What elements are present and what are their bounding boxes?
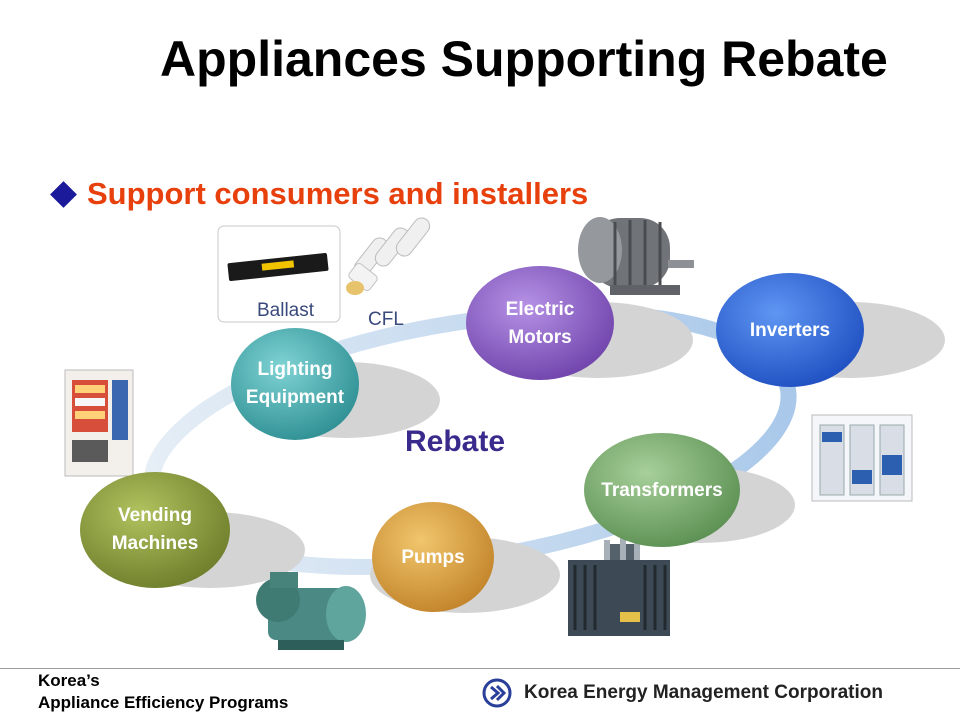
bullet-text: Support consumers and installers [87, 176, 589, 211]
vending-label-line2: Machines [111, 533, 199, 554]
vending-label: Vending Machines [80, 502, 230, 558]
footer-divider [0, 668, 960, 669]
footer-program-name: Korea’s Appliance Efficiency Programs [38, 670, 288, 714]
transformers-label: Transformers [601, 480, 723, 501]
footer-logo: Korea Energy Management Corporation [482, 678, 883, 708]
vending-machine-image [64, 369, 134, 477]
pump-image [256, 572, 366, 650]
title-area: Appliances Supporting Rebate [0, 0, 960, 110]
cfl-label: CFL [368, 309, 404, 330]
inverters-label: Inverters [749, 320, 831, 341]
node-vending [80, 472, 230, 588]
node-electric-motors [466, 266, 614, 380]
ballast-label: Ballast [257, 300, 315, 321]
cfl-bulb-image [346, 217, 431, 295]
lighting-label-line2: Equipment [245, 387, 345, 408]
electric-motor-image [578, 217, 694, 295]
node-inverters [716, 273, 864, 387]
node-pumps [372, 502, 494, 612]
motors-label-line2: Motors [508, 327, 572, 348]
lighting-label-line1: Lighting [257, 359, 333, 380]
bullet-point: Support consumers and installers [48, 172, 588, 216]
rebate-center-label: Rebate [405, 425, 506, 458]
transformer-image [568, 536, 670, 636]
page-title: Appliances Supporting Rebate [160, 31, 888, 87]
footer-line1: Korea’s [38, 671, 100, 690]
node-transformers [584, 433, 740, 547]
pumps-label: Pumps [401, 547, 465, 568]
lighting-label: Lighting Equipment [231, 356, 359, 412]
ballast-image [217, 225, 341, 323]
footer-line2: Appliance Efficiency Programs [38, 693, 289, 712]
inverter-cabinets-image [811, 414, 913, 502]
node-lighting [231, 328, 359, 440]
footer-org-name: Korea Energy Management Corporation [524, 682, 883, 703]
vending-label-line1: Vending [118, 505, 192, 526]
kemco-logo-icon [482, 678, 512, 708]
motors-label: Electric Motors [466, 296, 614, 352]
motors-label-line1: Electric [505, 299, 575, 320]
